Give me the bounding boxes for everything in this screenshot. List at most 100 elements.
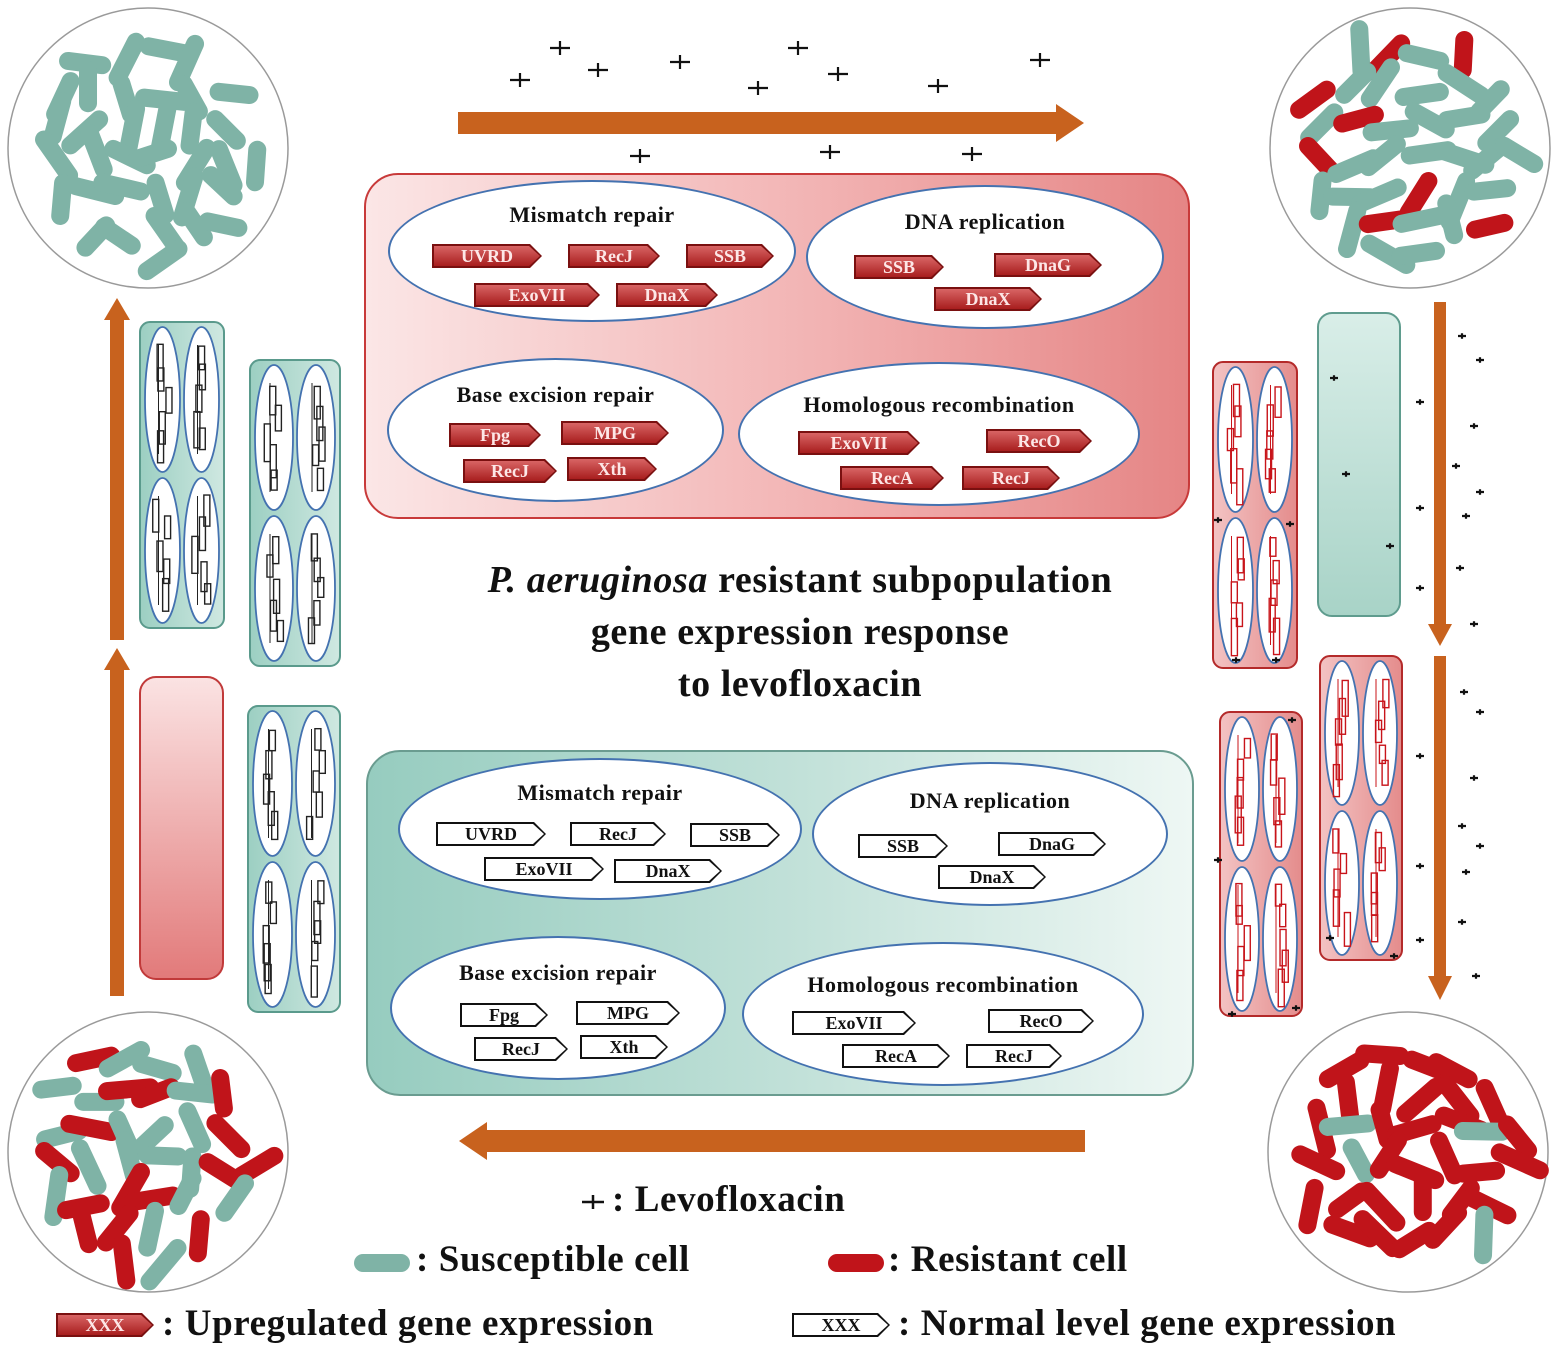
susceptible-cell xyxy=(32,1076,82,1099)
chip-green-1 xyxy=(139,321,225,629)
levofloxacin-mark xyxy=(1416,585,1424,591)
chip-red-2 xyxy=(1319,655,1403,961)
resistant-cell xyxy=(1437,1075,1480,1125)
susceptible-cell xyxy=(1404,102,1455,139)
susceptible-cell xyxy=(1351,178,1407,213)
norm-mismatch-repair-title: Mismatch repair xyxy=(517,780,683,805)
susceptible-cell xyxy=(139,37,193,63)
susceptible-cell xyxy=(1392,206,1449,233)
diagram-title-line3: to levofloxacin xyxy=(677,663,923,705)
susceptible-cell xyxy=(138,1146,188,1166)
resistant-cell xyxy=(1336,1073,1360,1129)
up-gene-recj-ber: RecJ xyxy=(463,459,557,483)
up-gene-dnax-rep: DnaX xyxy=(934,287,1042,311)
organism-name: P. aeruginosa xyxy=(487,559,708,601)
susceptible-cell xyxy=(180,102,203,155)
resistant-cell xyxy=(1427,1053,1478,1089)
resistant-cell xyxy=(1333,105,1384,133)
levofloxacin-mark xyxy=(588,63,608,77)
susceptible-cell xyxy=(1362,119,1419,142)
legend-resistant-label: : Resistant cell xyxy=(888,1239,1128,1280)
susceptible-cell xyxy=(1310,171,1332,221)
levofloxacin-mark xyxy=(630,149,650,163)
chip-green-3 xyxy=(247,705,341,1013)
levofloxacin-mark xyxy=(828,67,848,81)
levofloxacin-mark xyxy=(1286,521,1294,527)
susceptible-cell xyxy=(178,1102,212,1154)
resistant-cell xyxy=(1355,1044,1409,1065)
resistant-cell xyxy=(1298,1178,1324,1235)
up-gene-fpg: Fpg xyxy=(449,423,541,447)
susceptible-cell xyxy=(1477,110,1520,152)
levofloxacin-mark xyxy=(510,73,530,87)
levofloxacin-mark xyxy=(1476,357,1484,363)
susceptible-cell xyxy=(1474,1205,1494,1265)
susceptible-cell xyxy=(1394,82,1449,107)
resistant-cell xyxy=(1396,1077,1446,1123)
resistant-cell xyxy=(1291,1145,1346,1181)
susceptible-cell xyxy=(1464,179,1517,201)
up-gene-dnax: DnaX xyxy=(616,283,718,307)
levofloxacin-mark xyxy=(1326,935,1334,941)
susceptible-cell xyxy=(138,1201,165,1257)
diagram-title-line1: P. aeruginosa resistant subpopulation xyxy=(380,558,1220,602)
norm-homologous-recombination-ellipse: Homologous recombination ExoVII RecO Rec… xyxy=(742,942,1144,1086)
top-arrow xyxy=(458,104,1084,142)
susceptible-cell xyxy=(1391,241,1446,265)
norm-dna-replication-ellipse: DNA replication SSB DnaG DnaX xyxy=(812,762,1168,906)
susceptible-cell xyxy=(119,99,146,157)
susceptible-cell xyxy=(184,1044,213,1094)
norm-gene-ssb-rep: SSB xyxy=(858,834,948,858)
norm-base-excision-ellipse: Base excision repair Fpg MPG RecJ Xth xyxy=(390,936,726,1080)
legend-levofloxacin-mark xyxy=(582,1195,604,1209)
susceptible-cell xyxy=(43,92,72,146)
susceptible-cell xyxy=(1437,105,1491,129)
levofloxacin-mark xyxy=(1288,717,1296,723)
right-arrow-lower xyxy=(1428,656,1452,1000)
susceptible-cell xyxy=(137,239,188,281)
susceptible-cell xyxy=(1360,58,1400,108)
up-gene-recj-hr: RecJ xyxy=(962,466,1060,490)
susceptible-cell xyxy=(206,110,246,150)
norm-gene-recj-ber: RecJ xyxy=(474,1037,568,1061)
up-gene-dnag: DnaG xyxy=(994,253,1102,277)
title-line1-rest: resistant subpopulation xyxy=(708,559,1113,601)
susceptible-cell xyxy=(150,97,177,158)
susceptible-cell xyxy=(215,1174,255,1222)
levofloxacin-mark xyxy=(748,81,768,95)
norm-gene-dnax: DnaX xyxy=(614,859,722,883)
population-top-left xyxy=(7,7,289,289)
legend-levofloxacin-label: : Levofloxacin xyxy=(612,1179,846,1220)
levofloxacin-mark xyxy=(1470,621,1478,627)
legend-resistant-swatch xyxy=(828,1254,884,1272)
levofloxacin-mark xyxy=(670,55,690,69)
resistant-cell xyxy=(1290,80,1336,119)
norm-gene-recj-hr: RecJ xyxy=(966,1044,1062,1068)
up-gene-uvrd: UVRD xyxy=(432,244,542,268)
norm-gene-dnag: DnaG xyxy=(998,832,1106,856)
levofloxacin-mark xyxy=(1462,513,1470,519)
susceptible-cell xyxy=(51,174,73,225)
norm-gene-mpg: MPG xyxy=(576,1001,680,1025)
up-gene-xth: Xth xyxy=(567,457,657,481)
susceptible-cell xyxy=(1318,1114,1377,1136)
up-mismatch-repair-ellipse: Mismatch repair UVRD RecJ SSB ExoVII Dna… xyxy=(388,180,796,322)
levofloxacin-mark xyxy=(1458,919,1466,925)
levofloxacin-mark xyxy=(928,79,948,93)
legend-susceptible-swatch xyxy=(354,1254,410,1272)
resistant-cell xyxy=(1364,34,1411,81)
up-gene-mpg: MPG xyxy=(561,421,669,445)
levofloxacin-mark xyxy=(1390,953,1398,959)
susceptible-cell xyxy=(35,130,79,185)
chip-red-1 xyxy=(1212,361,1298,669)
resistant-cell xyxy=(1323,1215,1379,1248)
up-gene-reco: RecO xyxy=(986,429,1092,453)
levofloxacin-mark xyxy=(1470,423,1478,429)
susceptible-cell xyxy=(140,1238,187,1291)
diagram-title-line2: gene expression response xyxy=(590,611,1010,653)
susceptible-cell xyxy=(1437,63,1491,105)
resistant-cell xyxy=(112,1234,136,1290)
resistant-cell xyxy=(1490,1143,1549,1180)
resistant-cell xyxy=(188,1210,210,1263)
resistant-cell xyxy=(211,1069,233,1118)
